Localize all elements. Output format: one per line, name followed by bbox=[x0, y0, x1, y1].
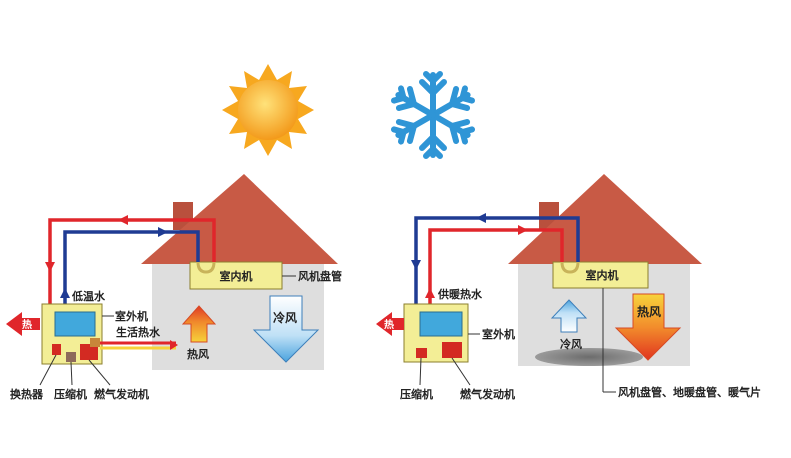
winter-heat-in-label: 热 bbox=[384, 318, 394, 331]
summer-cold-up-arrow bbox=[60, 288, 70, 298]
summer-heat-out-label: 热 bbox=[22, 318, 32, 331]
summer-unit-screen bbox=[54, 311, 96, 337]
summer-indoor-unit-label: 室内机 bbox=[220, 269, 253, 283]
winter-cold-air-label: 冷风 bbox=[560, 337, 582, 351]
summer-cold-flow-arrow bbox=[158, 227, 168, 237]
winter-hot-pipe bbox=[428, 228, 564, 330]
winter-indoor-unit-label: 室内机 bbox=[586, 268, 619, 282]
winter-compressor bbox=[416, 348, 427, 358]
winter-heating-water-label: 供暖热水 bbox=[437, 287, 483, 301]
winter-hot-air-label: 热风 bbox=[637, 304, 661, 319]
summer-cold-air-label: 冷风 bbox=[273, 310, 297, 325]
winter-hot-up-arrow bbox=[425, 288, 435, 298]
summer-hot-water-exchanger bbox=[90, 338, 100, 347]
summer-gas-engine-label: 燃气发动机 bbox=[93, 387, 149, 401]
summer-gas-engine bbox=[80, 344, 98, 360]
summer-compressor-label: 压缩机 bbox=[54, 387, 87, 401]
summer-heat-exchanger-label: 换热器 bbox=[10, 387, 44, 401]
winter-hot-air-arrow bbox=[614, 293, 682, 361]
summer-heat-exchanger-leader bbox=[39, 354, 57, 386]
summer-dhw-arrow bbox=[170, 340, 178, 350]
summer-indoor-unit bbox=[189, 261, 283, 290]
summer-compressor bbox=[66, 352, 76, 362]
summer-outdoor-unit-label: 室外机 bbox=[115, 309, 148, 323]
winter-coil-loop bbox=[560, 261, 580, 274]
winter-cold-flow-arrow bbox=[476, 213, 486, 223]
summer-heat-out-arrow bbox=[6, 312, 40, 336]
summer-fan-coil-label: 风机盘管 bbox=[298, 269, 342, 283]
winter-compressor-leader bbox=[419, 357, 422, 386]
winter-compressor-label: 压缩机 bbox=[400, 387, 433, 401]
summer-hot-flow-arrow bbox=[118, 215, 128, 225]
winter-unit-screen bbox=[419, 311, 463, 337]
summer-dhw-label: 生活热水 bbox=[116, 325, 161, 339]
summer-panel: 室内机 风机盘管 生活热水 热 热风 冷风 低温水 bbox=[6, 64, 342, 401]
winter-heat-in-arrow bbox=[376, 312, 404, 336]
winter-hot-flow-arrow bbox=[518, 225, 528, 235]
winter-gas-engine-label: 燃气发动机 bbox=[459, 387, 515, 401]
winter-cold-down-arrow bbox=[411, 260, 421, 270]
winter-gas-engine bbox=[442, 342, 462, 358]
summer-hot-down-arrow bbox=[45, 262, 55, 272]
winter-terminals-label: 风机盘管、地暖盘管、暖气片 bbox=[618, 385, 761, 399]
summer-hot-air-arrow bbox=[181, 305, 217, 343]
snowflake-icon bbox=[392, 71, 474, 156]
summer-hot-pipe bbox=[48, 218, 216, 352]
summer-coil-loop bbox=[196, 261, 216, 274]
summer-low-temp-water-label: 低温水 bbox=[71, 289, 106, 303]
summer-compressor-leader bbox=[70, 361, 73, 386]
winter-gas-engine-leader bbox=[451, 357, 471, 386]
summer-hot-air-label: 热风 bbox=[187, 347, 209, 361]
winter-panel: 室内机 热 冷风 热风 供暖热水 室外机 压缩机 燃气发动机 bbox=[376, 71, 761, 401]
summer-gas-engine-leader bbox=[88, 359, 111, 386]
sun-icon bbox=[222, 64, 314, 156]
winter-floor-heating bbox=[535, 348, 643, 366]
winter-cold-pipe bbox=[414, 216, 580, 330]
summer-heat-exchanger bbox=[52, 344, 61, 355]
winter-indoor-unit bbox=[552, 261, 649, 289]
summer-cold-air-arrow bbox=[252, 295, 320, 363]
winter-cold-air-arrow bbox=[550, 299, 588, 333]
winter-outdoor-unit-label: 室外机 bbox=[482, 327, 515, 341]
